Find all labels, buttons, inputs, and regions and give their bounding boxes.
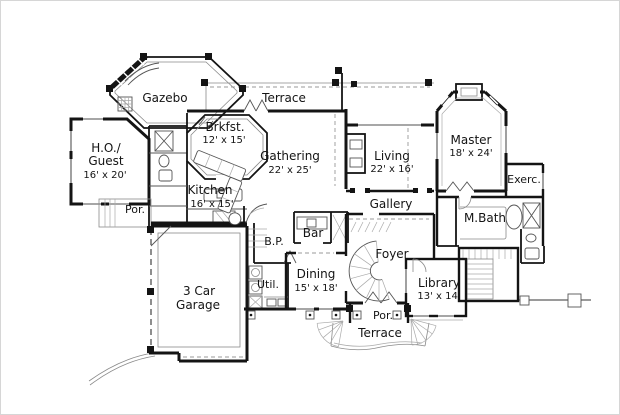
dining-room-walls <box>244 251 349 320</box>
gazebo-structure <box>106 53 246 130</box>
room-labels: Gazebo Terrace Brkfst. 12' x 15' H.O./ G… <box>83 91 540 340</box>
bar-nook <box>293 211 349 244</box>
room-dims-gathering: 22' x 25' <box>268 165 311 176</box>
room-label-dining: Dining <box>297 267 336 281</box>
room-label-gazebo: Gazebo <box>142 91 187 105</box>
room-dims-brkfst: 12' x 15' <box>202 135 245 146</box>
room-label-bp: B.P. <box>264 235 283 248</box>
terrace-top-outline <box>201 67 434 111</box>
room-dims-master: 18' x 24' <box>449 148 492 159</box>
room-label-terrace-bottom: Terrace <box>357 326 402 340</box>
room-label-gathering: Gathering <box>260 149 320 163</box>
gathering-room-walls <box>187 99 346 226</box>
room-label-por-bottom: Por. <box>373 309 393 322</box>
room-label-kitchen: Kitchen <box>187 183 232 197</box>
room-dims-guest: 16' x 20' <box>83 170 126 181</box>
dryer-icon <box>248 280 263 295</box>
property-fence-line <box>518 293 591 308</box>
fireplace <box>345 133 366 174</box>
sink-icon <box>525 233 537 243</box>
exercise-room-walls <box>504 161 545 246</box>
room-label-garage-1: 3 Car <box>183 284 215 298</box>
room-label-guest: Guest <box>88 154 124 168</box>
bar-sink-icon <box>306 218 317 228</box>
foyer-walls <box>344 214 436 305</box>
washer-icon <box>248 265 263 280</box>
room-label-living: Living <box>374 149 410 163</box>
front-porch <box>346 303 411 323</box>
room-label-gallery: Gallery <box>370 197 413 211</box>
room-label-mbath: M.Bath <box>464 211 506 225</box>
curved-staircase <box>348 240 390 302</box>
room-label-brkfst: Brkfst. <box>205 120 244 134</box>
driveway-curve <box>88 352 156 386</box>
room-label-garage-2: Garage <box>176 298 220 312</box>
room-dims-dining: 15' x 18' <box>294 283 337 294</box>
porch-left-outline <box>98 198 152 228</box>
master-suite-walls <box>435 83 508 193</box>
library-walls <box>404 257 468 321</box>
hall-bath-fixtures <box>154 130 174 182</box>
room-label-master: Master <box>451 133 492 147</box>
room-label-por-left: Por. <box>125 203 145 216</box>
gallery-walls <box>346 188 434 216</box>
terrace-steps-left <box>316 320 344 347</box>
room-label-bar: Bar <box>303 226 324 240</box>
sectional-sofa <box>193 150 247 226</box>
guest-suite <box>69 113 188 228</box>
bath-fixtures <box>460 202 541 260</box>
room-dims-library: 13' x 14' <box>417 291 460 302</box>
trellis-grid <box>117 96 133 112</box>
front-terrace <box>316 318 437 351</box>
room-label-terrace-top: Terrace <box>261 91 306 105</box>
room-label-exercise: Exerc. <box>507 173 541 186</box>
living-room-walls <box>344 109 434 189</box>
toilet-icon <box>524 247 540 260</box>
utility-room <box>248 263 289 309</box>
master-bath-walls <box>435 191 545 264</box>
back-stair <box>243 203 268 248</box>
breakfast-nook <box>186 114 268 183</box>
garage-walls <box>147 224 249 363</box>
room-label-foyer: Foyer <box>375 247 408 261</box>
room-label-library: Library <box>418 276 460 290</box>
tub-icon <box>505 204 523 230</box>
room-label-ho: H.O./ <box>91 141 121 155</box>
rear-stair-hall <box>457 246 520 303</box>
room-dims-kitchen: 16' x 15' <box>190 199 233 210</box>
room-dims-living: 22' x 16' <box>370 164 413 175</box>
room-label-util: Util. <box>257 278 279 291</box>
terrace-steps-right <box>410 318 437 346</box>
